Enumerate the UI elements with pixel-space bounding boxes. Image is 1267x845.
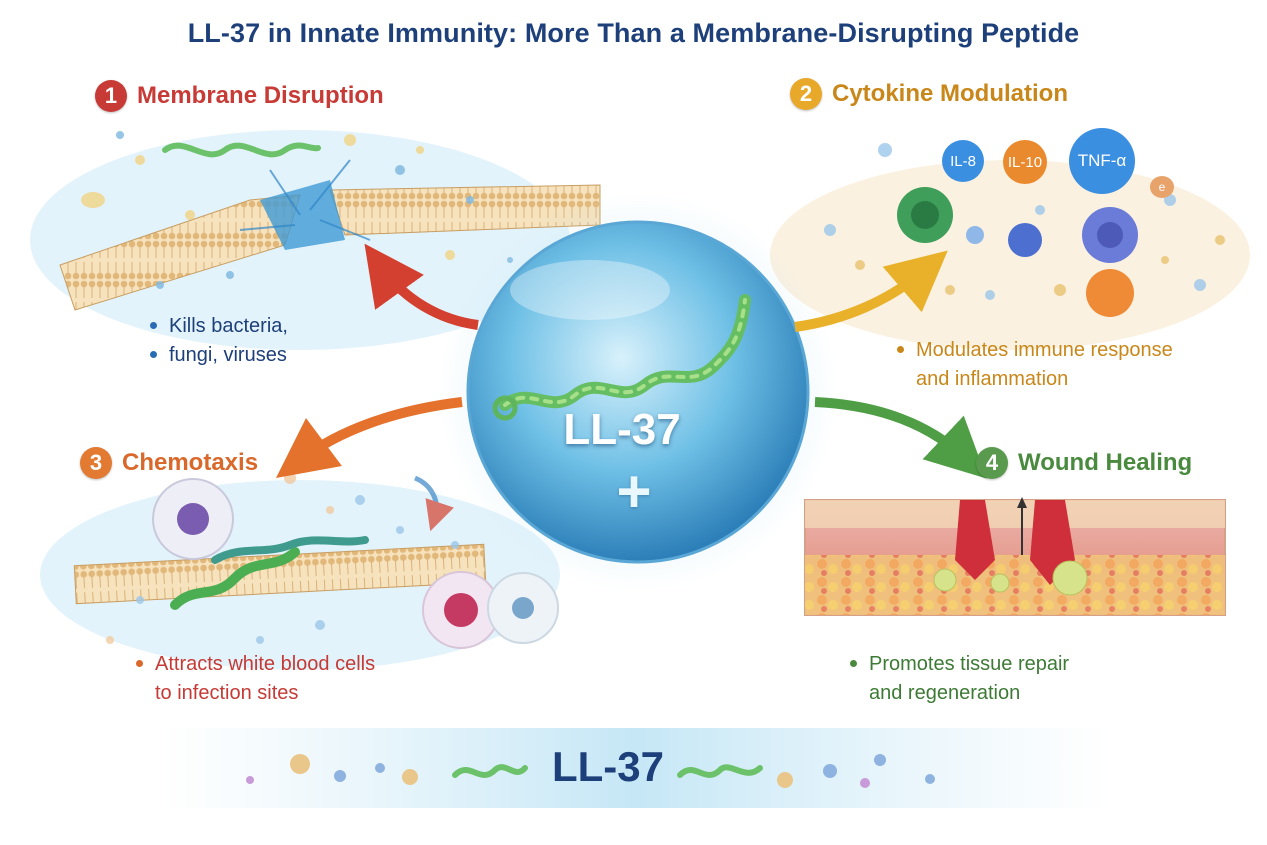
- cytokine-il8-bubble: IL-8: [942, 140, 984, 182]
- section-number-badge: 3: [80, 447, 112, 479]
- arrow-to-chemotaxis: [275, 397, 463, 478]
- bullet-dot: [150, 351, 157, 358]
- bullet-text: Promotes tissue repair: [869, 653, 1070, 675]
- bullet-dot: [850, 660, 857, 667]
- bullet-dot: [897, 346, 904, 353]
- arrow-to-cytokine: [794, 250, 948, 332]
- section-cytokine-modulation-header: 2 Cytokine Modulation: [790, 78, 1068, 110]
- section-number-badge: 1: [95, 80, 127, 112]
- section-title: Wound Healing: [1018, 449, 1193, 476]
- bullet-text: Kills bacteria,: [169, 315, 288, 337]
- page-title: LL-37 in Innate Immunity: More Than a Me…: [187, 18, 1080, 48]
- cytokine-small-bubble: e: [1150, 176, 1174, 198]
- center-peptide-label: LL-37: [563, 405, 681, 454]
- section-membrane-disruption-header: 1 Membrane Disruption: [95, 80, 384, 112]
- arrow-to-wound: [814, 397, 987, 479]
- bullet-dot: [150, 322, 157, 329]
- arrow-to-membrane: [364, 243, 479, 330]
- bullet-text: and regeneration: [869, 682, 1021, 704]
- bullet-text: Attracts white blood cells: [155, 653, 376, 675]
- bullet-text: Modulates immune response: [916, 339, 1173, 361]
- ll37-sphere: [438, 192, 838, 592]
- section-wound-healing-header: 4 Wound Healing: [976, 447, 1192, 479]
- section-title: Membrane Disruption: [137, 82, 384, 109]
- wound-healing-illustration: [804, 497, 1226, 616]
- bottom-band: [160, 728, 1110, 808]
- bullet-dot: [136, 660, 143, 667]
- bullet-text: fungi, viruses: [169, 344, 287, 366]
- section-number-badge: 2: [790, 78, 822, 110]
- cytokine-il10-bubble: IL-10: [1003, 140, 1047, 184]
- section-wound-healing-bullets: Promotes tissue repair and regeneration: [850, 650, 1069, 708]
- bullet-text: to infection sites: [155, 682, 299, 704]
- section-title: Cytokine Modulation: [832, 80, 1068, 107]
- bullet-text: and inflammation: [916, 368, 1069, 390]
- section-cytokine-modulation-bullets: Modulates immune response and inflammati…: [897, 336, 1173, 394]
- center-plus-symbol: +: [616, 458, 652, 525]
- section-title: Chemotaxis: [122, 449, 259, 476]
- cytokine-tnf-bubble: TNF-α: [1069, 128, 1135, 194]
- section-membrane-disruption-bullets: Kills bacteria, fungi, viruses: [150, 312, 288, 370]
- chemotaxis-illustration: [40, 472, 560, 670]
- section-chemotaxis-bullets: Attracts white blood cells to infection …: [136, 650, 375, 708]
- section-chemotaxis-header: 3 Chemotaxis: [80, 447, 258, 479]
- section-number-badge: 4: [976, 447, 1008, 479]
- bottom-peptide-label: LL-37: [551, 743, 664, 790]
